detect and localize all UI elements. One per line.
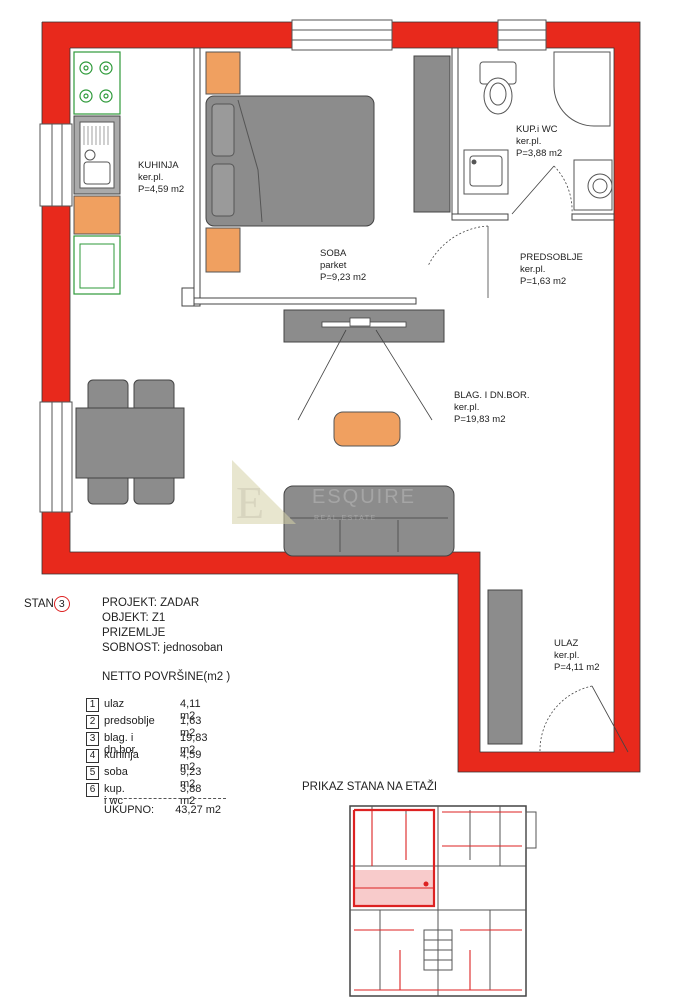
row-number: 1 [86, 698, 99, 712]
table-divider [104, 798, 226, 799]
sobnost-line: SOBNOST: jednosoban [102, 642, 223, 654]
predsoblje-finish: ker.pl. [520, 264, 545, 275]
stan-number: 3 [53, 596, 70, 612]
row-value: 4,59 m2 [180, 749, 202, 773]
objekt-line: OBJEKT: Z1 [102, 612, 166, 624]
bathroom-fixtures [463, 51, 613, 211]
predsoblje-area: P=1,63 m2 [520, 276, 566, 287]
soba-area: P=9,23 m2 [320, 272, 366, 283]
soba-name: SOBA [320, 248, 347, 259]
watermark-letter: E [236, 477, 264, 528]
key-plan-title: PRIKAZ STANA NA ETAŽI [302, 781, 438, 793]
kuhinja-name: KUHINJA [138, 160, 179, 171]
row-name: blag. i dn.bor. [104, 732, 138, 756]
row-value: 19,83 m2 [180, 732, 208, 756]
projekt-line: PROJEKT: ZADAR [102, 597, 200, 609]
ulaz-name: ULAZ [554, 638, 578, 649]
kuhinja-area: P=4,59 m2 [138, 184, 184, 195]
bedroom-furniture [205, 51, 451, 273]
living-furniture [75, 309, 523, 745]
row-value: 1,63 m2 [180, 715, 202, 739]
area-table-title: NETTO POVRŠINE(m2 ) [102, 671, 231, 683]
total-label: UKUPNO: [104, 804, 155, 816]
interior-walls [181, 47, 615, 307]
row-value: 4,11 m2 [180, 698, 201, 722]
row-name: soba [104, 766, 128, 778]
row-number: 5 [86, 766, 99, 780]
row-name: predsoblje [104, 715, 155, 727]
row-number: 2 [86, 715, 99, 729]
doors [427, 165, 629, 753]
kuhinja-finish: ker.pl. [138, 172, 163, 183]
kupaonica-finish: ker.pl. [516, 136, 541, 147]
ulaz-area: P=4,11 m2 [554, 662, 600, 673]
kupaonica-name: KUP.i WC [516, 124, 558, 135]
blagovaonica-name: BLAG. I DN.BOR. [454, 390, 530, 401]
watermark-tagline: REAL ESTATE [314, 515, 377, 522]
row-number: 4 [86, 749, 99, 763]
ulaz-finish: ker.pl. [554, 650, 579, 661]
floor-line: PRIZEMLJE [102, 627, 166, 639]
blagovaonica-finish: ker.pl. [454, 402, 479, 413]
kupaonica-area: P=3,88 m2 [516, 148, 562, 159]
windows [39, 19, 547, 513]
soba-finish: parket [320, 260, 347, 271]
row-number: 6 [86, 783, 99, 797]
esquire-watermark: E ESQUIRE REAL ESTATE [232, 460, 416, 528]
project-info: PROJEKT: ZADAR OBJEKT: Z1 PRIZEMLJE SOBN… [102, 596, 223, 656]
area-total: UKUPNO: 43,27 m2 [104, 804, 221, 816]
row-name: ulaz [104, 698, 125, 710]
key-plan [349, 805, 537, 997]
stan-label: STAN [24, 598, 54, 610]
watermark-brand: ESQUIRE [312, 486, 416, 508]
row-name: kuhinja [104, 749, 139, 761]
total-value: 43,27 m2 [175, 804, 222, 816]
kitchen-fixtures [73, 51, 121, 295]
row-number: 3 [86, 732, 99, 746]
row-value: 9,23 m2 [180, 766, 202, 790]
room-labels: KUHINJA ker.pl. P=4,59 m2 SOBA parket P=… [138, 124, 600, 673]
predsoblje-name: PREDSOBLJE [520, 252, 583, 263]
blagovaonica-area: P=19,83 m2 [454, 414, 506, 425]
